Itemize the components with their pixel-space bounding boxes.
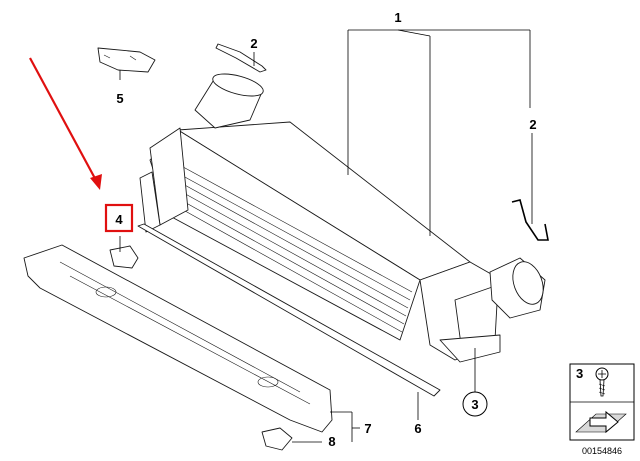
callout-part-1: 1 — [394, 10, 401, 25]
callout-part-8: 8 — [328, 434, 335, 449]
callout-part-4: 4 — [115, 212, 123, 227]
leader-lines — [119, 29, 533, 443]
intercooler — [139, 73, 546, 363]
clip-part-4 — [109, 245, 139, 269]
callout-part-5: 5 — [116, 91, 123, 106]
reference-number: 00154846 — [582, 446, 622, 456]
callout-part-6: 6 — [414, 421, 421, 436]
clip-part-2-right — [511, 199, 549, 241]
callout-part-2-top: 2 — [250, 36, 257, 51]
callout-part-2-right: 2 — [529, 117, 536, 132]
clip-part-8 — [261, 427, 293, 451]
legend-number: 3 — [576, 366, 583, 381]
callout-circle-part-3 — [462, 391, 488, 417]
clip-part-2-top — [215, 43, 267, 73]
bracket-part-5 — [97, 47, 156, 73]
legend-box: 3 — [569, 363, 635, 441]
cooling-fins — [168, 161, 413, 333]
highlight-box — [104, 203, 134, 233]
air-guide-part-7 — [23, 244, 333, 433]
direction-arrow-icon — [575, 410, 627, 434]
seal-strip-part-6 — [137, 223, 441, 397]
red-arrow-icon — [29, 57, 102, 190]
screw-icon — [595, 367, 609, 397]
callout-part-3: 3 — [471, 397, 478, 412]
callout-part-7: 7 — [364, 421, 371, 436]
